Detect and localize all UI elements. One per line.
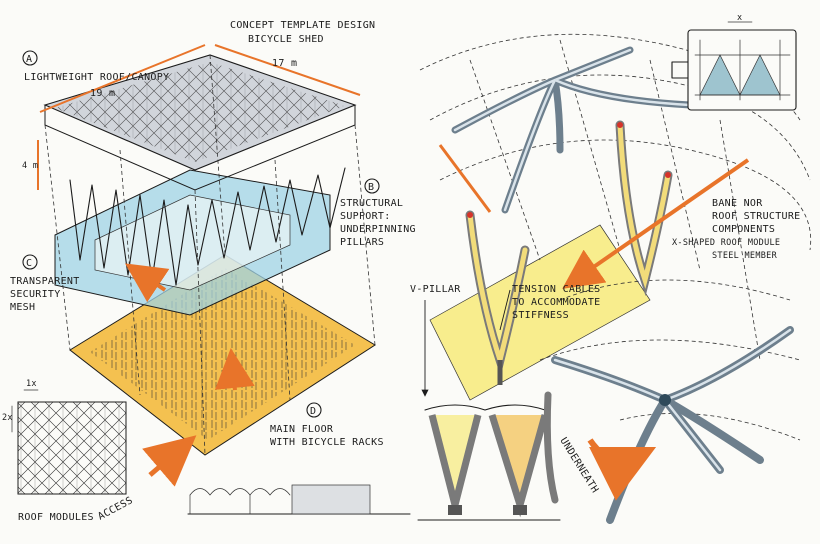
label-b-line1: STRUCTURAL — [340, 198, 403, 209]
label-d-line1: MAIN FLOOR — [270, 424, 334, 435]
x-module-top-highlight — [453, 48, 692, 212]
tension-line-1: TENSION CABLES — [512, 284, 601, 295]
label-c-line3: MESH — [10, 302, 35, 313]
pillar-cap-2 — [617, 122, 623, 128]
catenary-section — [417, 391, 561, 521]
label-d-letter: D — [310, 406, 316, 417]
label-b-line2: SUPPORT: — [340, 211, 391, 222]
roof-modules-label: ROOF MODULES — [18, 512, 94, 523]
roof-canopy-lattice — [55, 62, 345, 162]
label-b-line3: UNDERPINNING — [340, 224, 416, 235]
label-d-circle — [306, 402, 322, 418]
dimension-arrow-left — [438, 144, 492, 213]
access-arrow — [142, 435, 197, 487]
bane-nor-pointer-arrow — [562, 158, 750, 289]
bane-line-4: X-SHAPED ROOF MODULE — [672, 238, 780, 248]
dim-height-label: 4 m — [22, 161, 38, 171]
circulation-arrow-1 — [125, 263, 170, 303]
tension-line-2: TO ACCOMMODATE — [512, 297, 601, 308]
label-d-line2: WITH BICYCLE RACKS — [270, 437, 384, 448]
dim-depth-label: 17 m — [272, 58, 297, 69]
title-line-1: CONCEPT TEMPLATE DESIGN — [230, 20, 375, 31]
label-c-line2: SECURITY — [10, 289, 61, 300]
label-b-letter: B — [368, 182, 374, 193]
bane-line-5: STEEL MEMBER — [712, 251, 778, 261]
right-detail-drawings: x V-PILLAR TENSION CABLES TO ACCOMMODATE… — [410, 13, 812, 524]
title-line-2: BICYCLE SHED — [248, 34, 324, 45]
bane-line-2: ROOF STRUCTURE — [712, 211, 801, 222]
module-dim-2x: 2x — [2, 413, 13, 423]
tension-leader — [499, 289, 511, 331]
dim-width-label: 19 m — [90, 88, 115, 99]
v-pillar-label: V-PILLAR — [410, 284, 461, 295]
label-a-text: LIGHTWEIGHT ROOF/CANOPY — [24, 72, 169, 83]
v-pillar-right-fill — [617, 122, 671, 289]
module-dim-1x: 1x — [26, 379, 37, 389]
label-c-circle — [22, 254, 38, 270]
zigzag-pillars-right — [187, 167, 346, 266]
detail-box-grid — [694, 39, 791, 101]
width-dimension-line — [39, 44, 206, 113]
detail-dim-label: x — [737, 13, 742, 23]
circulation-arrow-2 — [214, 348, 255, 391]
access-label: ACCESS — [96, 495, 135, 523]
label-b-circle — [364, 178, 380, 194]
roof-modules-swatch — [17, 401, 127, 495]
label-a-circle — [22, 50, 38, 66]
left-axonometric-drawing: CONCEPT TEMPLATE DESIGN BICYCLE SHED A L… — [2, 20, 416, 523]
label-c-line1: TRANSPARENT — [10, 276, 80, 287]
label-b-line4: PILLARS — [340, 237, 384, 248]
detail-box-connector — [671, 61, 689, 79]
bane-line-1: BANE NOR — [712, 198, 763, 209]
underneath-arrow — [587, 438, 657, 501]
pillar-cap-1 — [467, 212, 473, 218]
x-module-node — [659, 394, 671, 406]
tension-line-3: STIFFNESS — [512, 310, 569, 321]
elevation-strip — [187, 484, 411, 515]
label-c-letter: C — [26, 258, 32, 269]
projection-lines — [44, 54, 376, 456]
depth-dimension-line — [214, 44, 361, 96]
label-a-letter: A — [26, 54, 32, 65]
v-pillar-left-fill — [467, 212, 528, 369]
bane-line-3: COMPONENTS — [712, 224, 775, 235]
pillar-cap-3 — [665, 172, 671, 178]
